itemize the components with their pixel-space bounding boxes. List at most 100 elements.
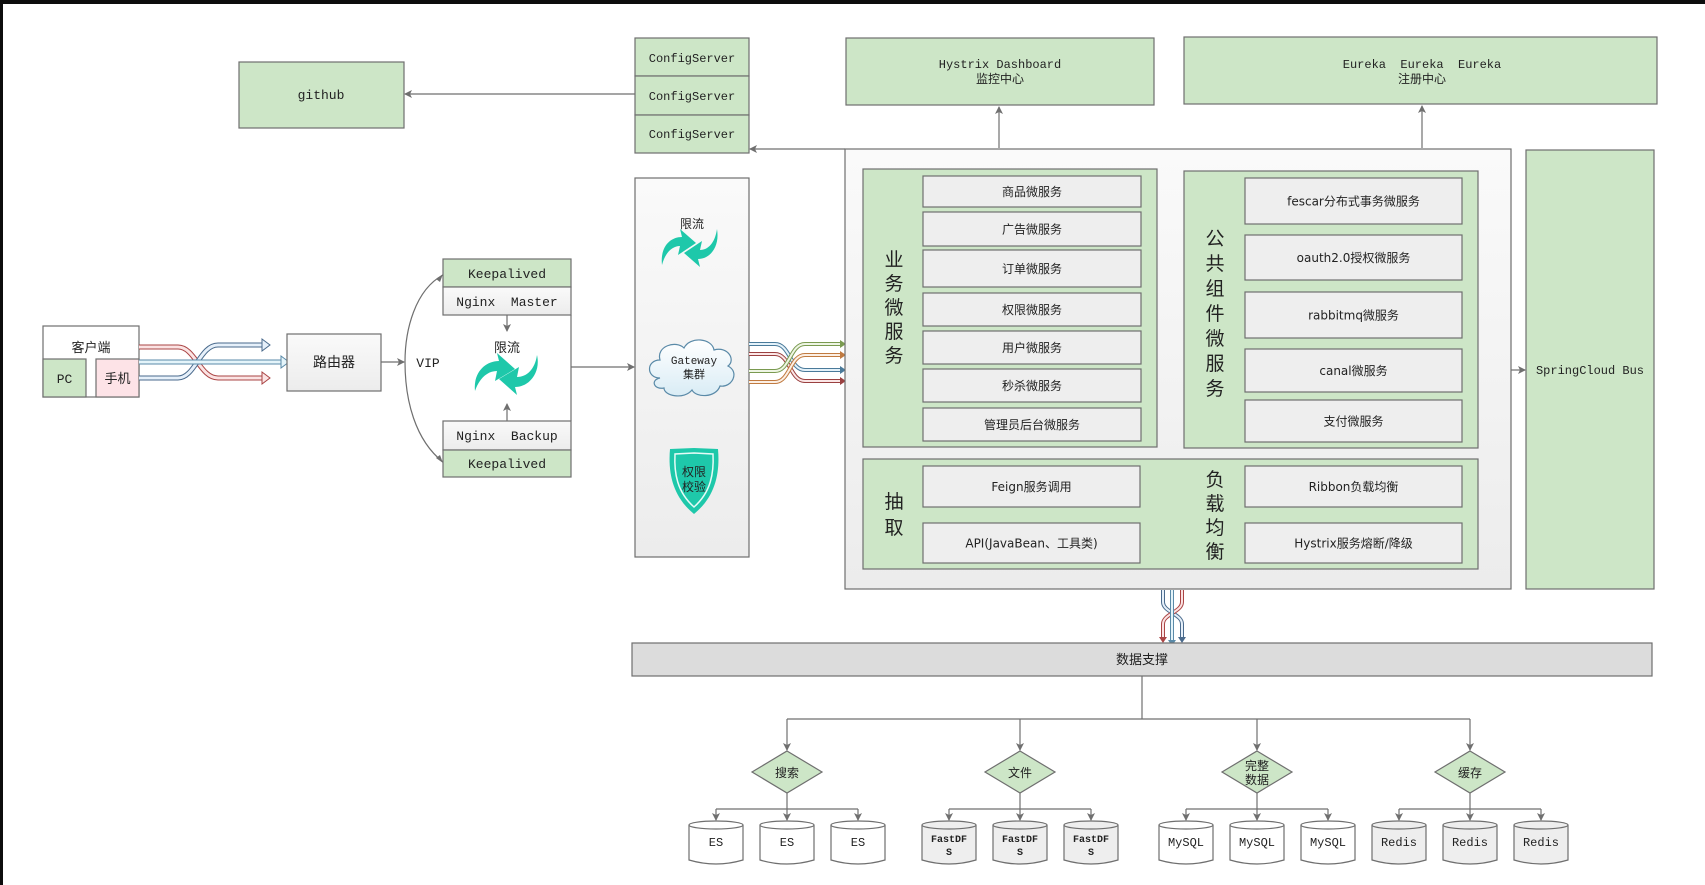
architecture-diagram: 客户端 PC 手机 路由器 VIP Keepalived Nginx Maste…: [3, 4, 1705, 885]
store-label: FastDF: [1002, 835, 1038, 846]
diagram-svg: 客户端 PC 手机 路由器 VIP Keepalived Nginx Maste…: [42, 36, 1658, 865]
mobile-label: 手机: [104, 372, 130, 387]
lb-item[interactable]: Hystrix服务熔断/降级: [1244, 522, 1463, 564]
common-service-item[interactable]: oauth2.0授权微服务: [1244, 234, 1463, 281]
services-data-arrows: [1159, 590, 1186, 646]
business-service-item-label: 商品微服务: [1002, 184, 1062, 199]
store-label: FastDF: [931, 835, 967, 846]
business-service-item[interactable]: 广告微服务: [922, 211, 1142, 247]
router-label: 路由器: [313, 355, 355, 371]
extract-group-label: 抽取: [884, 491, 903, 539]
store-label: ES: [780, 836, 794, 850]
business-service-item[interactable]: 用户微服务: [922, 330, 1142, 365]
auth-check-label-line2: 校验: [682, 479, 706, 494]
business-service-item[interactable]: 权限微服务: [922, 292, 1142, 327]
group-label-char: 务: [884, 345, 903, 367]
database-cylinder-icon[interactable]: MySQL: [1158, 820, 1214, 865]
database-cylinder-icon[interactable]: MySQL: [1229, 820, 1285, 865]
database-cylinder-icon[interactable]: ES: [830, 820, 886, 865]
keepalived-backup-label: Keepalived: [468, 457, 546, 472]
extract-item-label: API(JavaBean、工具类): [965, 537, 1097, 551]
common-service-item-label: oauth2.0授权微服务: [1297, 250, 1411, 265]
group-label-char: 公: [1205, 228, 1224, 250]
config-server-node[interactable]: [634, 37, 750, 77]
store-label: MySQL: [1310, 836, 1346, 850]
category-label: 完整: [1245, 758, 1269, 773]
data-category: 缓存 Redis Redis Redis: [1371, 719, 1569, 865]
hystrix-dashboard-subtitle: 监控中心: [976, 71, 1024, 86]
gateway-rate-limit-icon: [661, 229, 718, 267]
business-service-item[interactable]: 管理员后台微服务: [922, 407, 1142, 442]
store-label: Redis: [1452, 836, 1488, 850]
common-service-item[interactable]: rabbitmq微服务: [1244, 291, 1463, 339]
business-service-item[interactable]: 商品微服务: [922, 175, 1142, 208]
group-label-char: 取: [884, 517, 903, 539]
group-label-char: 务: [884, 273, 903, 295]
config-server-node[interactable]: [634, 114, 750, 154]
database-cylinder-icon[interactable]: Redis: [1513, 820, 1569, 865]
database-cylinder-icon[interactable]: Redis: [1371, 820, 1427, 865]
common-service-item-label: 支付微服务: [1323, 414, 1383, 429]
lb-item[interactable]: Ribbon负载均衡: [1244, 465, 1463, 508]
database-cylinder-icon[interactable]: FastDF S: [921, 820, 977, 865]
business-service-item-label: 用户微服务: [1002, 340, 1062, 355]
category-diamond[interactable]: 缓存: [1433, 750, 1507, 794]
store-label: S: [1017, 848, 1023, 859]
database-cylinder-icon[interactable]: FastDF S: [992, 820, 1048, 865]
group-label-char: 衡: [1205, 541, 1224, 563]
extract-item[interactable]: API(JavaBean、工具类): [922, 522, 1141, 564]
nginx-rate-limit-label: 限流: [494, 341, 520, 356]
group-label-char: 负: [1205, 469, 1224, 491]
category-label: 搜索: [775, 765, 799, 780]
category-label: 文件: [1008, 765, 1032, 780]
database-cylinder-icon[interactable]: ES: [688, 820, 744, 865]
database-cylinder-icon[interactable]: Redis: [1442, 820, 1498, 865]
category-diamond[interactable]: 文件: [983, 750, 1057, 794]
business-service-item[interactable]: 订单微服务: [922, 249, 1142, 288]
store-label: ES: [851, 836, 865, 850]
extract-item-label: Feign服务调用: [991, 479, 1071, 494]
database-cylinder-icon[interactable]: MySQL: [1300, 820, 1356, 865]
hystrix-dashboard-node[interactable]: Hystrix Dashboard 监控中心: [845, 37, 1155, 106]
eureka-node[interactable]: Eureka Eureka Eureka 注册中心: [1183, 36, 1658, 105]
gateway-cluster-cloud[interactable]: Gateway 集群: [648, 339, 735, 397]
extract-item[interactable]: Feign服务调用: [922, 465, 1141, 508]
business-service-item[interactable]: 秒杀微服务: [922, 368, 1142, 403]
group-label-char: 抽: [884, 491, 903, 513]
client-group: 客户端 PC 手机: [42, 325, 140, 398]
group-label-char: 共: [1205, 253, 1224, 275]
router-node[interactable]: 路由器: [286, 333, 382, 392]
data-support-bar[interactable]: 数据支撑: [631, 642, 1653, 677]
common-service-item[interactable]: 支付微服务: [1244, 399, 1463, 443]
store-label: MySQL: [1168, 836, 1204, 850]
store-label: Redis: [1523, 836, 1559, 850]
store-label: S: [946, 848, 952, 859]
lb-group-label: 负载均衡: [1205, 469, 1224, 563]
group-label-char: 组: [1205, 278, 1224, 300]
common-service-item[interactable]: canal微服务: [1244, 348, 1463, 393]
pc-node[interactable]: [42, 358, 87, 398]
category-diamond[interactable]: 搜索: [750, 750, 824, 794]
common-service-item-label: canal微服务: [1319, 363, 1387, 378]
lb-item-label: Ribbon负载均衡: [1309, 480, 1399, 494]
common-service-item-label: rabbitmq微服务: [1308, 308, 1399, 323]
eureka-title: Eureka Eureka Eureka: [1343, 58, 1501, 72]
auth-check-shield-icon[interactable]: 权限 校验: [669, 448, 719, 514]
nginx-backup-group[interactable]: Nginx Backup Keepalived: [442, 420, 572, 478]
extract-and-lb-group: 抽取 Feign服务调用 API(JavaBean、工具类) 负载均衡 Ribbo…: [862, 458, 1479, 570]
store-label: Redis: [1381, 836, 1417, 850]
springcloud-bus-node[interactable]: SpringCloud Bus: [1525, 149, 1655, 590]
common-service-item[interactable]: fescar分布式事务微服务: [1244, 177, 1463, 225]
mobile-node[interactable]: [95, 358, 140, 398]
nginx-master-group[interactable]: Keepalived Nginx Master: [442, 258, 572, 316]
nginx-backup-label: Nginx Backup: [456, 429, 557, 444]
config-server-label: ConfigServer: [649, 90, 735, 104]
github-label: github: [298, 88, 345, 103]
github-node[interactable]: github: [238, 61, 405, 129]
nginx-rate-limit-icon: [474, 353, 538, 395]
database-cylinder-icon[interactable]: ES: [759, 820, 815, 865]
